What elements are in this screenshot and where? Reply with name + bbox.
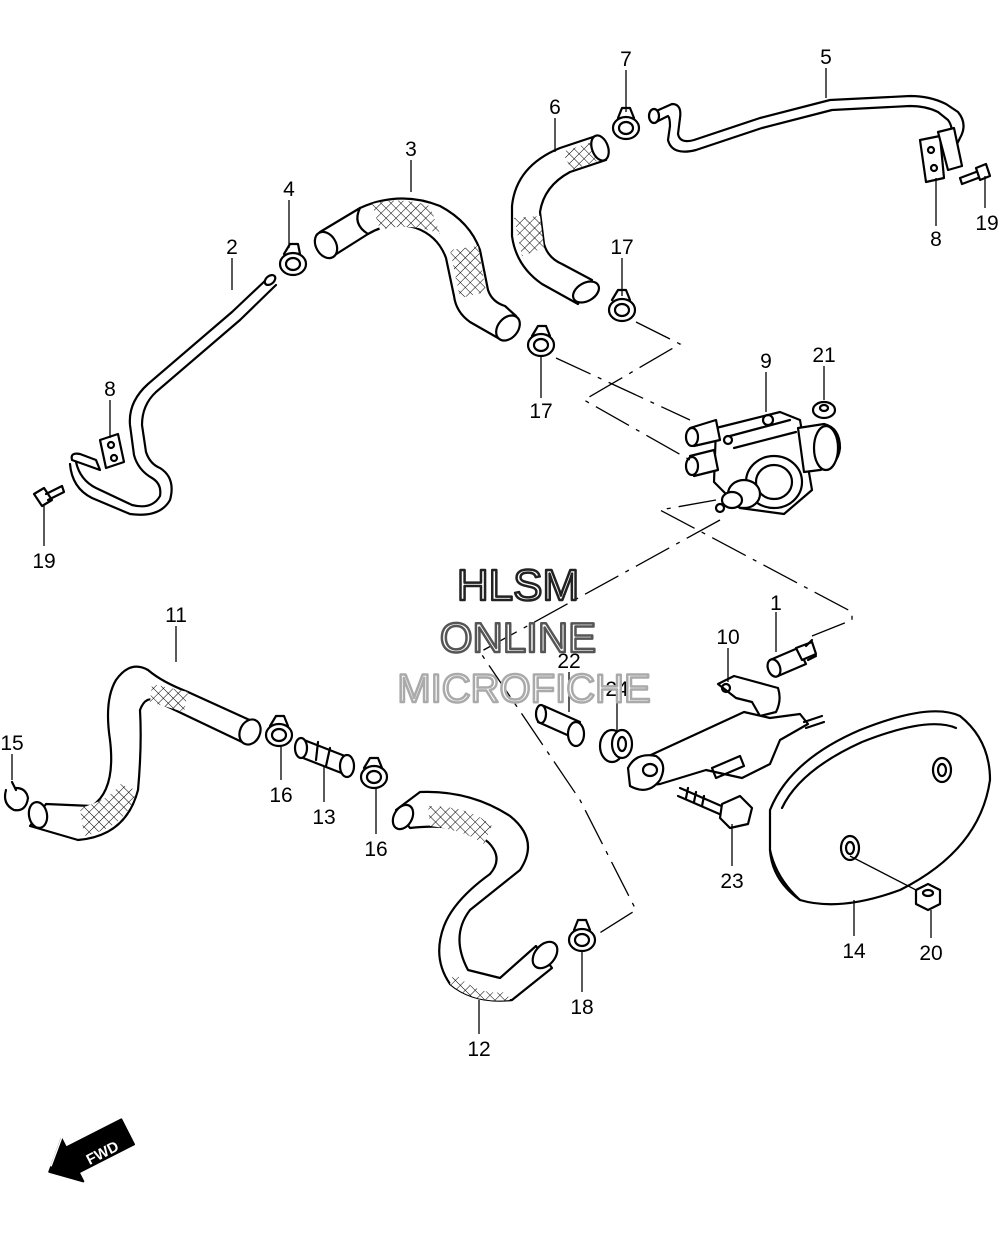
fwd-arrow-icon xyxy=(48,1115,135,1183)
callout-3: 3 xyxy=(405,138,417,161)
callout-1: 1 xyxy=(770,592,782,615)
callout-12: 12 xyxy=(467,1038,490,1061)
callout-19-right: 19 xyxy=(975,212,998,235)
callout-8-right: 8 xyxy=(930,228,942,251)
clamp-part-16-left xyxy=(264,714,294,748)
nut-part-20 xyxy=(914,882,942,912)
washer-part-21 xyxy=(811,400,837,420)
callout-19-left: 19 xyxy=(32,550,55,573)
callout-16-right: 16 xyxy=(364,838,387,861)
hose-part-3 xyxy=(313,197,521,342)
watermark-line-3: MICROFICHE xyxy=(397,667,650,711)
hose-part-11 xyxy=(27,665,262,842)
callout-15: 15 xyxy=(0,732,23,755)
clamp-part-17-middle xyxy=(526,324,556,358)
callout-18: 18 xyxy=(570,996,593,1019)
bracket-part-10 xyxy=(626,674,826,791)
watermark-line-1: HLSM xyxy=(457,561,579,610)
clamp-part-16-right xyxy=(359,756,389,790)
callout-9: 9 xyxy=(760,350,772,373)
valve-part-9 xyxy=(684,410,842,516)
hose-part-12 xyxy=(391,790,559,1002)
callout-17-middle: 17 xyxy=(529,400,552,423)
callout-labels: 1 2 3 4 5 6 7 8 8 9 10 11 12 13 14 15 16… xyxy=(0,46,998,1061)
watermark: HLSM ONLINE MICROFICHE xyxy=(396,560,652,713)
callout-7: 7 xyxy=(620,48,632,71)
callout-16-left: 16 xyxy=(269,784,292,807)
bolt-part-19-right xyxy=(958,162,992,186)
clamp-part-4 xyxy=(278,242,308,277)
bracket-part-8-left xyxy=(70,432,126,472)
callout-24: 24 xyxy=(605,678,629,701)
callout-21: 21 xyxy=(812,344,835,367)
callout-8-left: 8 xyxy=(104,378,116,401)
clamp-part-17-upper xyxy=(607,288,637,323)
pipe-part-2 xyxy=(68,273,278,516)
callout-10: 10 xyxy=(716,626,739,649)
bolt-part-19-left xyxy=(32,484,66,508)
clamp-part-7 xyxy=(611,106,641,141)
callout-2: 2 xyxy=(226,236,238,259)
hose-part-6 xyxy=(510,134,610,306)
callout-22: 22 xyxy=(557,650,580,673)
joint-part-13 xyxy=(293,736,356,779)
callout-11: 11 xyxy=(165,604,187,627)
clip-part-15 xyxy=(3,780,30,812)
clamp-part-18 xyxy=(567,918,597,953)
leader-lines xyxy=(11,68,986,1034)
bolt-part-23 xyxy=(676,786,754,830)
callout-4: 4 xyxy=(283,178,295,201)
sensor-part-1 xyxy=(766,638,818,678)
reference-lines xyxy=(479,321,853,935)
filter-part-14 xyxy=(768,710,992,906)
bracket-part-8-right xyxy=(918,126,964,184)
callout-20: 20 xyxy=(919,942,942,965)
callout-23: 23 xyxy=(720,870,743,893)
grommet-part-24 xyxy=(598,728,634,764)
fwd-marker: FWD xyxy=(48,1115,135,1183)
callout-5: 5 xyxy=(820,46,832,69)
collar-part-22 xyxy=(534,703,586,748)
pipe-part-5 xyxy=(647,94,965,153)
watermark-line-2: ONLINE xyxy=(440,614,596,661)
callout-6: 6 xyxy=(549,96,561,119)
callout-13: 13 xyxy=(312,806,335,829)
callout-17-upper: 17 xyxy=(610,236,633,259)
callout-14: 14 xyxy=(842,940,866,963)
